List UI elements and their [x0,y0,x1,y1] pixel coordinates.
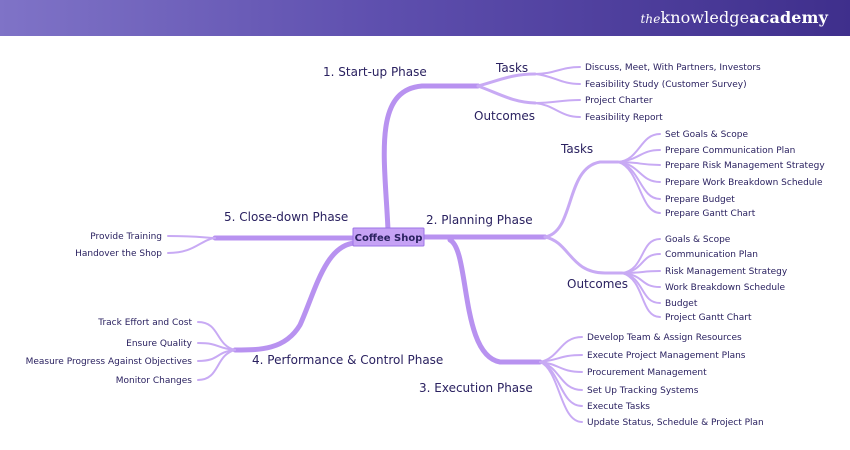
phase-closedown-label: 5. Close-down Phase [224,210,348,224]
leaf-item: Prepare Budget [665,195,735,205]
leaf-item: Discuss, Meet, With Partners, Investors [585,63,761,73]
leaf-item: Handover the Shop [75,249,162,259]
brand-prefix: the [640,12,661,26]
leaf-item: Procurement Management [587,368,707,378]
leaf-labels: Discuss, Meet, With Partners, Investors … [26,63,826,428]
leaf-item: Develop Team & Assign Resources [587,333,742,343]
header-banner: theknowledgeacademy [0,0,850,36]
startup-tasks-label: Tasks [495,61,528,75]
branch-planning-tasks [543,160,620,239]
leaf-item: Prepare Work Breakdown Schedule [665,178,823,188]
leaf-item: Feasibility Study (Customer Survey) [585,80,747,90]
leaf-item: Execute Project Management Plans [587,351,746,361]
branch-execution [447,237,543,365]
branch-startup-tasks [476,72,537,88]
leaf-link [534,73,581,85]
leaf-item: Feasibility Report [585,113,663,123]
leaf-item: Budget [665,299,698,309]
leaf-item: Set Up Tracking Systems [587,386,699,396]
center-box [352,227,425,247]
startup-outcomes-label: Outcomes [474,109,535,123]
leaf-item: Track Effort and Cost [97,318,192,328]
leaf-item: Ensure Quality [126,339,193,349]
branch-planning-outcomes [543,235,624,275]
leaf-link [617,149,661,163]
leaf-item: Work Breakdown Schedule [665,283,786,293]
leaf-link [539,354,583,363]
branch-performance [232,240,358,353]
brand-suffix: academy [749,8,828,27]
brand-logo: theknowledgeacademy [640,8,828,27]
phase-execution-label: 3. Execution Phase [419,381,533,395]
leaf-item: Provide Training [90,232,162,242]
phase-planning-label: 2. Planning Phase [426,213,533,227]
planning-outcomes-label: Outcomes [567,277,628,291]
leaf-link [534,66,581,75]
leaf-item: Monitor Changes [116,376,193,386]
leaf-item: Prepare Risk Management Strategy [665,161,825,171]
leaf-item: Project Charter [585,96,653,106]
planning-tasks-label: Tasks [560,142,593,156]
leaf-item: Set Goals & Scope [665,130,748,140]
branch-startup-outcomes [476,84,537,105]
center-label: Coffee Shop [355,233,423,244]
leaf-link [621,272,661,318]
leaf-link [167,237,216,254]
leaf-item: Goals & Scope [665,235,731,245]
leaf-link [617,161,661,214]
leaf-link [197,349,236,381]
leaf-link [167,235,216,239]
leaf-link [621,238,661,274]
leaf-item: Execute Tasks [587,402,650,412]
leaf-link [539,361,583,423]
branch-lines [167,66,661,423]
leaf-link [197,321,236,351]
leaf-item: Project Gantt Chart [665,313,752,323]
leaf-item: Communication Plan [665,250,758,260]
branch-startup [381,83,481,233]
leaf-link [534,99,581,104]
brand-name: knowledge [660,8,750,27]
phase-startup-label: 1. Start-up Phase [323,65,427,79]
leaf-link [617,133,661,163]
center-node: Coffee Shop [352,227,425,247]
leaf-link [534,102,581,118]
leaf-item: Update Status, Schedule & Project Plan [587,418,764,428]
leaf-item: Prepare Gantt Chart [665,209,756,219]
leaf-item: Prepare Communication Plan [665,146,795,156]
leaf-item: Risk Management Strategy [665,267,788,277]
leaf-link [197,342,236,351]
leaf-item: Measure Progress Against Objectives [26,357,193,367]
phase-performance-label: 4. Performance & Control Phase [252,353,443,367]
